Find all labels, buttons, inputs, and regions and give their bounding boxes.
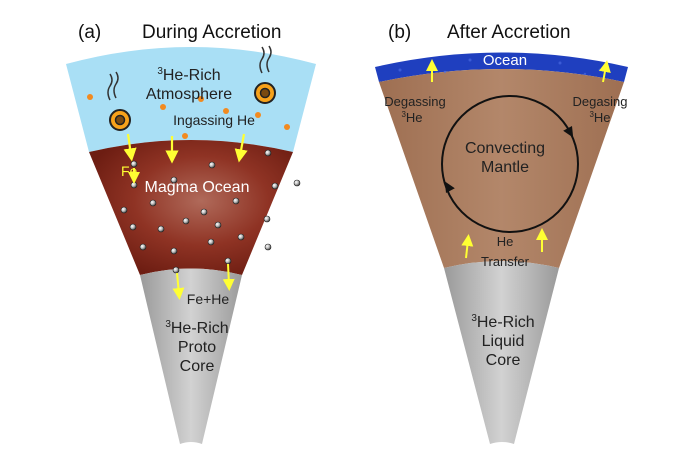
magma-ocean-label: Magma Ocean [145,179,250,196]
ocean-label: Ocean [483,52,527,69]
panel-b: (b) After Accretion Ocean Degassing 3He … [375,22,628,444]
degassing-right-label: Degasing [573,94,628,109]
convection-arrow-icon [444,181,455,193]
atmosphere-particles [87,94,290,139]
atmosphere-label-line2: Atmosphere [146,86,232,103]
magma-ocean-layer [89,140,293,275]
fe-label: Fe [121,163,138,179]
atmosphere-label: 3He-Rich [157,66,220,84]
liquid-core-label-line3: Core [486,352,521,369]
panel-b-title: After Accretion [447,22,571,43]
convection-cycle [441,95,579,233]
mantle-label-line1: Convecting [465,140,545,157]
ocean-layer [375,52,628,82]
transfer-label-line1: He [497,234,514,249]
panel-b-letter: (b) [388,22,411,43]
core-label-line3: Core [180,358,215,375]
ingassing-arrows [123,133,248,164]
fe-he-label: Fe+He [187,291,230,307]
degassing-arrows [426,59,611,83]
iron-sinking-arrows [128,168,235,300]
impactor-icon [107,71,131,131]
panel-a-letter: (a) [78,22,101,43]
liquid-core-layer [444,261,559,444]
mantle-label-line2: Mantle [481,159,529,176]
degassing-left-he: 3He [401,110,422,125]
proto-core-layer [140,268,242,444]
panel-a-title: During Accretion [142,22,281,43]
liquid-core-label-line2: Liquid [482,333,525,350]
degassing-right-he: 3He [589,110,610,125]
degassing-left-label: Degassing [384,94,445,109]
panel-a: (a) During Accretion 3He-Rich Atmosphere… [66,22,316,444]
liquid-core-label-line1: 3He-Rich [471,313,534,331]
iron-droplets [120,149,301,274]
impactor-icon [254,45,276,104]
core-label-line2: Proto [178,339,216,356]
core-label-line1: 3He-Rich [165,319,228,337]
transfer-arrows [461,228,548,259]
ingassing-label: Ingassing He [173,112,255,128]
convection-arrow-icon [563,126,574,138]
transfer-label-line2: Transfer [481,254,530,269]
mantle-layer [379,69,624,268]
